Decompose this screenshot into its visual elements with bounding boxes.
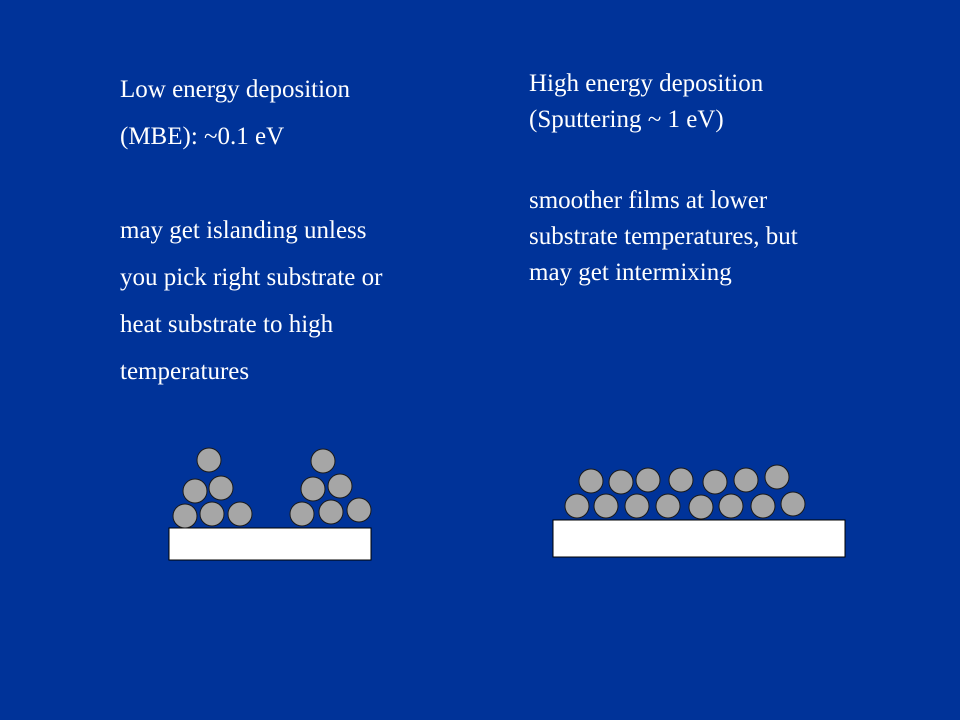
atom: [327, 473, 353, 499]
island-left: [172, 447, 253, 529]
atom: [199, 501, 225, 527]
atom: [182, 478, 208, 504]
atom: [289, 501, 315, 527]
atom: [655, 493, 681, 519]
atom: [688, 494, 714, 520]
atom: [764, 464, 790, 490]
island-growth-diagram: [168, 447, 372, 561]
atom: [310, 448, 336, 474]
atom: [578, 468, 604, 494]
atom: [300, 476, 326, 502]
atom: [196, 447, 222, 473]
atom: [750, 493, 776, 519]
atom: [346, 497, 372, 523]
low-energy-body-line-4: temperatures: [120, 358, 250, 385]
low-energy-heading-line-2: (MBE): ~0.1 eV: [120, 123, 285, 150]
atom: [208, 475, 234, 501]
low-energy-body-line-2: you pick right substrate or: [120, 264, 383, 291]
island-right: [289, 448, 372, 527]
atom: [593, 493, 619, 519]
atom: [668, 467, 694, 493]
atom: [624, 493, 650, 519]
atom: [172, 503, 198, 529]
atom: [227, 501, 253, 527]
high-energy-heading-line-1: High energy deposition: [529, 70, 764, 97]
smooth-film-diagram: [552, 464, 846, 558]
substrate-left: [168, 527, 372, 561]
atom: [318, 499, 344, 525]
film-bottom-row: [564, 491, 806, 520]
low-energy-heading-line-1: Low energy deposition: [120, 76, 351, 103]
high-energy-body-line-2: substrate temperatures, but: [529, 223, 798, 250]
atom: [718, 493, 744, 519]
atom: [564, 493, 590, 519]
atom: [702, 469, 728, 495]
film-top-row: [578, 464, 790, 495]
high-energy-body-line-1: smoother films at lower: [529, 187, 768, 214]
high-energy-heading-line-2: (Sputtering ~ 1 eV): [529, 106, 724, 133]
low-energy-panel: Low energy deposition (MBE): ~0.1 eV may…: [120, 66, 480, 395]
high-energy-panel: High energy deposition (Sputtering ~ 1 e…: [529, 66, 929, 291]
atom: [635, 467, 661, 493]
low-energy-body-line-1: may get islanding unless: [120, 217, 367, 244]
atom: [608, 469, 634, 495]
atom: [733, 467, 759, 493]
substrate-right: [552, 519, 846, 558]
low-energy-body-line-3: heat substrate to high: [120, 311, 334, 338]
atom: [780, 491, 806, 517]
high-energy-body-line-3: may get intermixing: [529, 259, 732, 286]
